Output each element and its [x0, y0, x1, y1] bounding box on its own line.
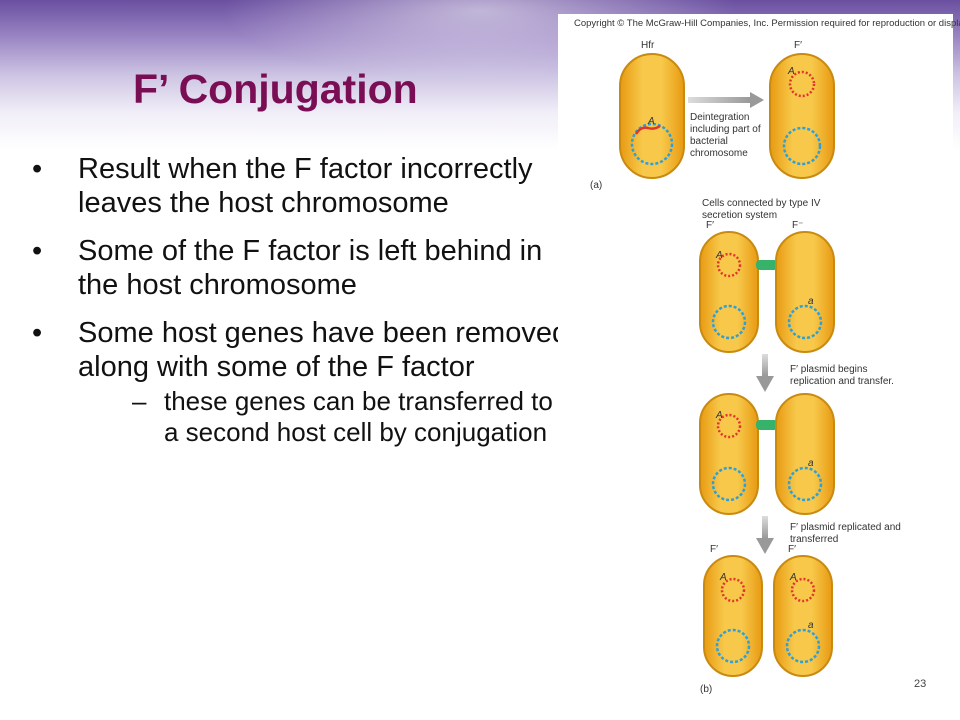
gene-label: A: [788, 66, 795, 77]
gene-label: A: [790, 572, 797, 583]
transferred-note: F′ plasmid replicated and transferred: [790, 522, 901, 545]
bullet-marker: •: [32, 317, 43, 349]
fprime-cell-b3-right: [773, 555, 833, 677]
fprime-cell-a: [769, 53, 835, 179]
deintegration-note: Deintegration including part of bacteria…: [690, 112, 761, 159]
secretion-pilus: [756, 420, 778, 430]
bullet-marker: •: [32, 153, 43, 185]
sub-bullet-item: –these genes can be transferred to a sec…: [78, 386, 572, 448]
gene-label: A: [716, 410, 723, 421]
gene-label: A: [648, 116, 655, 127]
fprime-cell-b3-left: [703, 555, 763, 677]
secretion-note: Cells connected by type IV secretion sys…: [702, 198, 821, 221]
page-number: 23: [914, 678, 927, 690]
fprime-label: F′: [788, 544, 796, 555]
bullet-text: Some host genes have been removed along …: [78, 317, 569, 383]
fprime-label: F′: [710, 544, 718, 555]
hfr-label: Hfr: [641, 40, 655, 51]
panel-b-label: (b): [700, 684, 713, 695]
gene-label: a: [808, 458, 814, 469]
bullet-list: • Result when the F factor incorrectly le…: [32, 152, 572, 462]
bullet-text: Result when the F factor incorrectly lea…: [78, 153, 533, 219]
fprime-cell-b1: [699, 231, 759, 353]
fprime-label: F′: [706, 220, 714, 231]
bullet-item: • Some of the F factor is left behind in …: [32, 234, 572, 302]
gene-label: A: [720, 572, 727, 583]
hfr-cell: [619, 53, 685, 179]
replication-note: F′ plasmid begins replication and transf…: [790, 364, 894, 387]
bullet-marker: •: [32, 235, 43, 267]
slide-title: F’ Conjugation: [133, 66, 418, 112]
down-arrow: [756, 516, 774, 554]
panel-a-label: (a): [590, 180, 603, 191]
gene-label: a: [808, 296, 814, 307]
sub-bullet-text: these genes can be transferred to a seco…: [164, 386, 553, 447]
secretion-pilus: [756, 260, 778, 270]
fminus-cell-b2: [775, 393, 835, 515]
bullet-item: • Result when the F factor incorrectly le…: [32, 152, 572, 220]
sub-bullet-marker: –: [132, 386, 147, 416]
bullet-item: • Some host genes have been removed along…: [32, 316, 572, 448]
fminus-cell-b1: [775, 231, 835, 353]
fprime-label: F′: [794, 40, 802, 51]
fprime-cell-b2: [699, 393, 759, 515]
bullet-text: Some of the F factor is left behind in t…: [78, 235, 543, 301]
fminus-label: F⁻: [792, 220, 804, 231]
copyright-notice: Copyright © The McGraw-Hill Companies, I…: [574, 18, 960, 29]
gene-label: a: [808, 620, 814, 631]
down-arrow: [756, 354, 774, 392]
gene-label: A: [716, 250, 723, 261]
transition-arrow: [688, 92, 764, 108]
